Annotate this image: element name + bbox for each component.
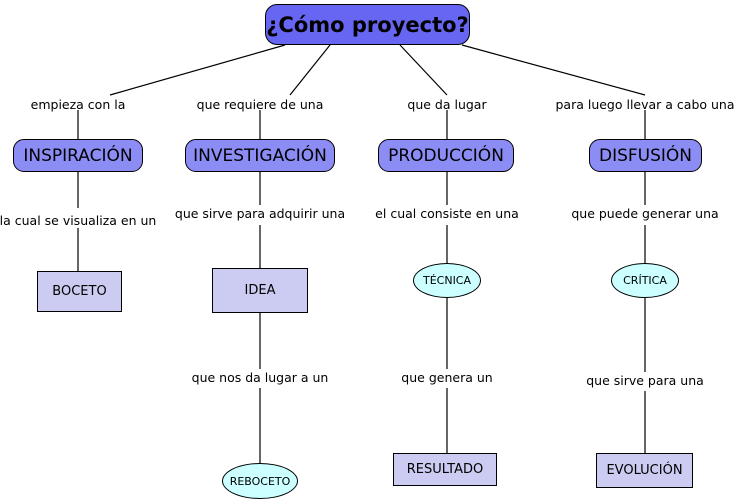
- node-critica-label: CRÍTICA: [623, 274, 667, 287]
- edge-root-to-investigacion: [289, 44, 331, 96]
- node-evolucion[interactable]: EVOLUCIÓN: [596, 453, 693, 488]
- node-investigacion-label: INVESTIGACIÓN: [193, 145, 327, 166]
- node-tecnica[interactable]: TÉCNICA: [413, 263, 481, 298]
- link-label-que-da-lugar: que da lugar: [407, 97, 487, 112]
- node-disfusion-label: DISFUSIÓN: [598, 145, 693, 166]
- edge-root-to-inspiracion: [109, 44, 286, 96]
- node-resultado[interactable]: RESULTADO: [393, 453, 497, 486]
- link-label-que-sirve-para-adquirir-una: que sirve para adquirir una: [174, 206, 346, 221]
- node-evolucion-label: EVOLUCIÓN: [606, 463, 683, 478]
- node-resultado-label: RESULTADO: [406, 462, 484, 477]
- node-root[interactable]: ¿Cómo proyecto?: [265, 4, 470, 45]
- node-root-label: ¿Cómo proyecto?: [266, 12, 469, 37]
- link-label-que-genera-un: que genera un: [401, 370, 493, 385]
- node-produccion[interactable]: PRODUCCIÓN: [378, 139, 514, 172]
- node-disfusion[interactable]: DISFUSIÓN: [589, 139, 702, 172]
- link-label-que-puede-generar-una: que puede generar una: [571, 206, 719, 221]
- link-label-que-requiere-de-una: que requiere de una: [196, 97, 324, 112]
- node-inspiracion-label: INSPIRACIÓN: [23, 145, 133, 166]
- edge-root-to-produccion: [399, 44, 448, 96]
- node-idea-label: IDEA: [244, 283, 276, 298]
- node-critica[interactable]: CRÍTICA: [611, 263, 679, 298]
- link-label-empieza-con-la: empieza con la: [30, 97, 126, 112]
- node-inspiracion[interactable]: INSPIRACIÓN: [13, 139, 143, 172]
- node-tecnica-label: TÉCNICA: [422, 274, 472, 287]
- node-investigacion[interactable]: INVESTIGACIÓN: [185, 139, 335, 172]
- link-label-el-cual-consiste-en-una: el cual consiste en una: [375, 206, 519, 221]
- node-reboceto[interactable]: REBOCETO: [222, 463, 298, 499]
- edge-root-to-disfusion: [461, 44, 646, 96]
- link-label-la-cual-se-visualiza-en-un: la cual se visualiza en un: [0, 213, 157, 228]
- node-reboceto-label: REBOCETO: [229, 474, 291, 488]
- link-label-que-sirve-para-una: que sirve para una: [586, 373, 704, 388]
- node-idea[interactable]: IDEA: [212, 268, 308, 313]
- link-label-que-nos-da-lugar-a-un: que nos da lugar a un: [191, 370, 329, 385]
- node-boceto[interactable]: BOCETO: [37, 271, 122, 312]
- node-produccion-label: PRODUCCIÓN: [388, 145, 504, 166]
- node-boceto-label: BOCETO: [52, 284, 107, 299]
- link-label-para-luego-llevar-a-cabo-una: para luego llevar a cabo una: [555, 97, 734, 112]
